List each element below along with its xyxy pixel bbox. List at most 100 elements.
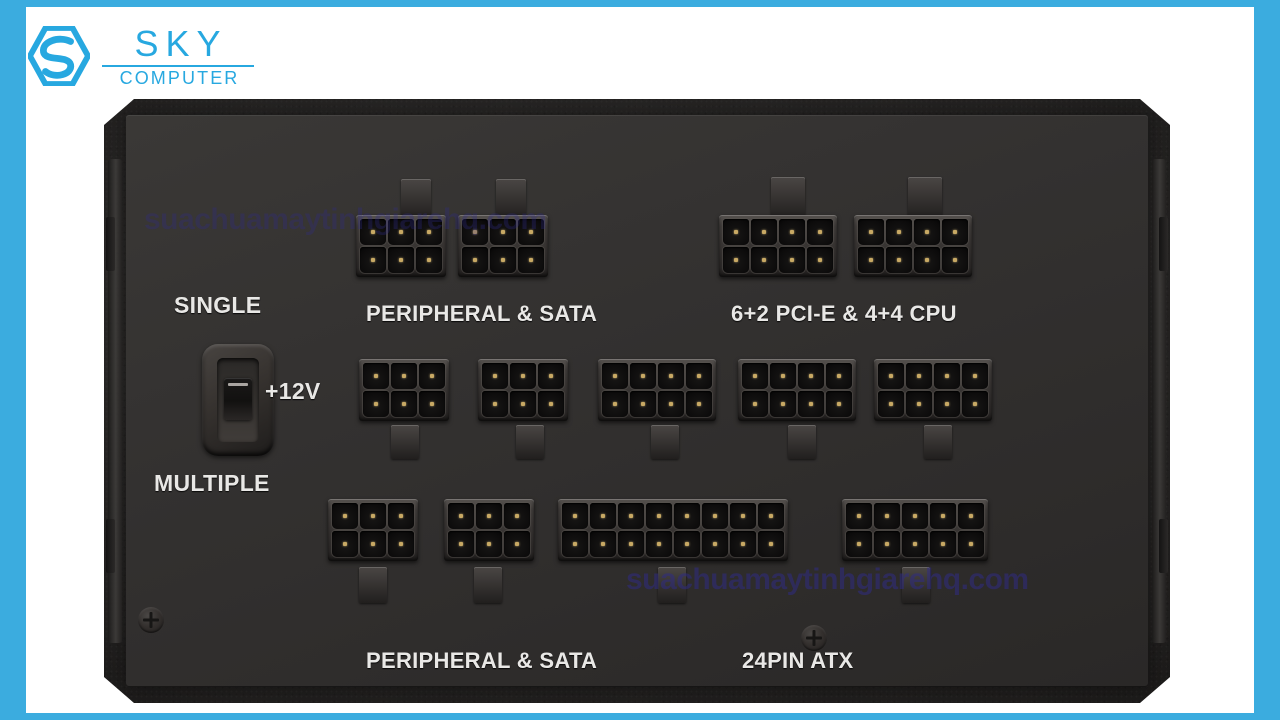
pin (518, 219, 544, 245)
pin (360, 503, 386, 529)
pin (602, 363, 628, 389)
pin (902, 531, 928, 557)
pin (538, 391, 564, 417)
psu-right-notch-lower (1159, 519, 1168, 573)
connector-6pin-mid-1[interactable] (359, 359, 449, 421)
pin (906, 391, 932, 417)
clip-tab (908, 177, 942, 219)
pin (360, 219, 386, 245)
pin (590, 531, 616, 557)
clip-tab (401, 179, 431, 219)
pin (590, 503, 616, 529)
pin-row (363, 391, 445, 417)
pin (878, 363, 904, 389)
pin (742, 391, 768, 417)
pin (674, 503, 700, 529)
pin (646, 531, 672, 557)
pin (462, 247, 488, 273)
pin (658, 363, 684, 389)
connector-10pin-atx[interactable] (842, 499, 988, 561)
label-pcie-cpu: 6+2 PCI-E & 4+4 CPU (731, 301, 957, 326)
pin-row (363, 363, 445, 389)
pin (363, 391, 389, 417)
pin (658, 391, 684, 417)
brand-subtitle: COMPUTER (119, 67, 240, 88)
pin-row (742, 391, 852, 417)
pin (510, 391, 536, 417)
pin (934, 391, 960, 417)
pin-row (562, 503, 784, 529)
pin (538, 363, 564, 389)
clip-tab (924, 425, 952, 459)
psu-left-notch-upper (106, 217, 115, 271)
clip-tab (496, 179, 526, 219)
pin-row (858, 219, 968, 245)
pin (886, 219, 912, 245)
clip-tab (391, 425, 419, 459)
clip-tab (359, 567, 387, 603)
pin (826, 363, 852, 389)
connector-6pin-peripheral-2[interactable] (458, 215, 548, 277)
screw-bottom-left (138, 607, 164, 633)
pin (674, 531, 700, 557)
connector-6pin-bot-1[interactable] (328, 499, 418, 561)
rail-mode-switch[interactable] (202, 344, 274, 456)
pin (562, 531, 588, 557)
switch-well (217, 358, 259, 442)
hexagon-s-logo-icon (28, 26, 90, 86)
clip-tab (902, 567, 930, 603)
pin (858, 247, 884, 273)
pin (930, 531, 956, 557)
pin (962, 363, 988, 389)
clip-tab (474, 567, 502, 603)
connector-6pin-mid-2[interactable] (478, 359, 568, 421)
connector-8pin-cpu-1[interactable] (854, 215, 972, 277)
pin (448, 531, 474, 557)
pin (490, 247, 516, 273)
connector-8pin-mid-4[interactable] (738, 359, 856, 421)
pin (332, 503, 358, 529)
pin-row (448, 531, 530, 557)
pin (914, 247, 940, 273)
label-24pin-atx: 24PIN ATX (742, 648, 854, 673)
pin (630, 391, 656, 417)
pin (618, 531, 644, 557)
connector-8pin-mid-3[interactable] (598, 359, 716, 421)
pin (858, 219, 884, 245)
pin (942, 247, 968, 273)
pin (886, 247, 912, 273)
connector-6pin-bot-2[interactable] (444, 499, 534, 561)
clip-tab (516, 425, 544, 459)
pin (504, 531, 530, 557)
psu-right-notch-upper (1159, 217, 1168, 271)
connector-8pin-pcie-1[interactable] (719, 215, 837, 277)
pin (874, 503, 900, 529)
pin (630, 363, 656, 389)
pin (798, 363, 824, 389)
pin (416, 219, 442, 245)
pin-row (878, 363, 988, 389)
pin (332, 531, 358, 557)
label-switch-multiple: MULTIPLE (154, 470, 270, 496)
pin (686, 391, 712, 417)
pin (846, 531, 872, 557)
pin-row (846, 531, 984, 557)
brand-logo: SKY COMPUTER (26, 17, 266, 95)
pin-row (448, 503, 530, 529)
psu-left-notch-lower (106, 519, 115, 573)
pin (646, 503, 672, 529)
pin-row (878, 391, 988, 417)
switch-rocker[interactable] (224, 378, 252, 420)
pin (874, 531, 900, 557)
pin (751, 247, 777, 273)
connector-8pin-mid-5[interactable] (874, 359, 992, 421)
connector-6pin-peripheral-1[interactable] (356, 215, 446, 277)
pin (878, 391, 904, 417)
pin (906, 363, 932, 389)
pin-row (723, 247, 833, 273)
pin (482, 391, 508, 417)
pin (723, 247, 749, 273)
connector-16pin-atx[interactable] (558, 499, 788, 561)
pin (686, 363, 712, 389)
